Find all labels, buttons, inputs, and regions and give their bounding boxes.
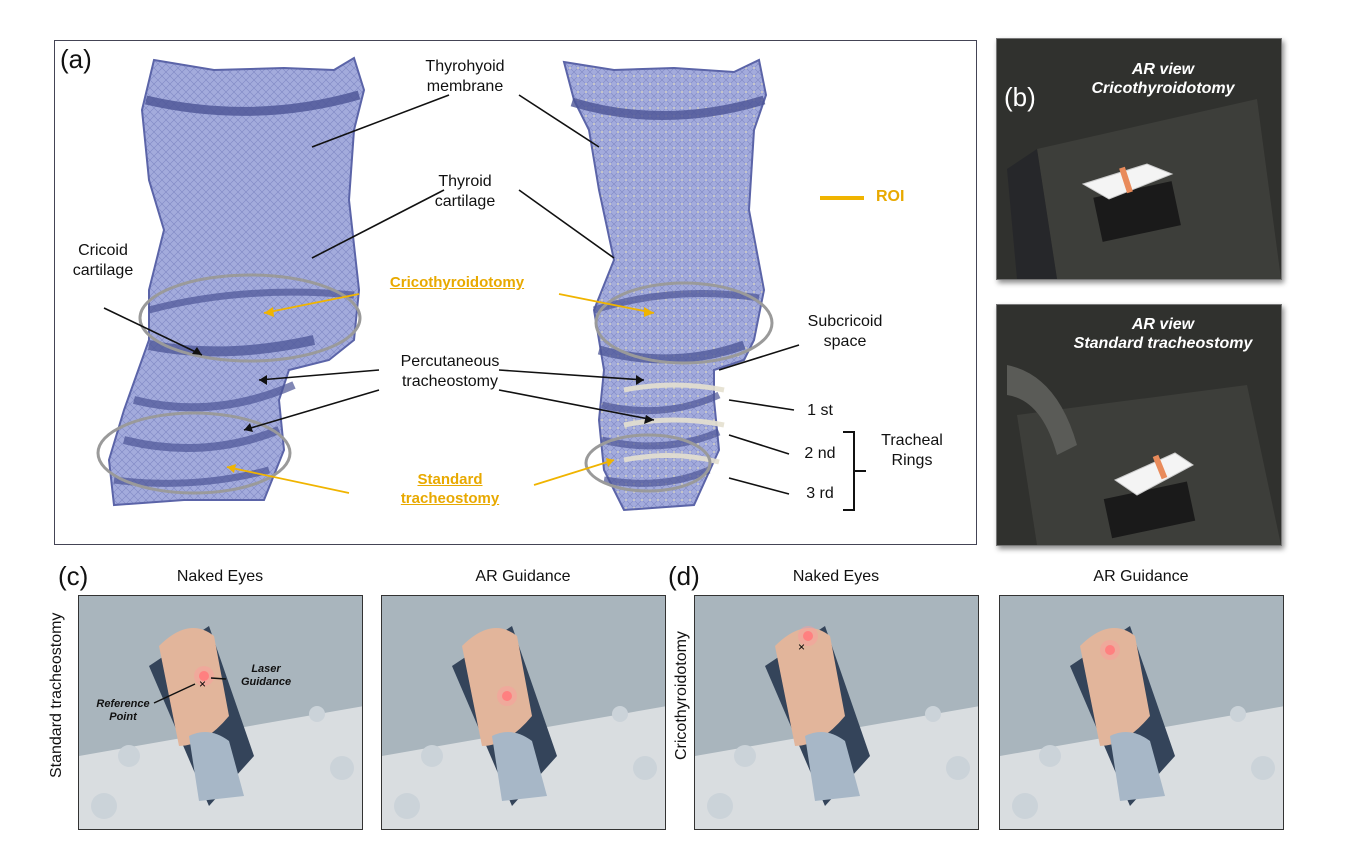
cricothyroidotomy-label: Cricothyroidotomy: [362, 273, 552, 292]
standard-tracheostomy-label: Standard tracheostomy: [370, 470, 530, 508]
svg-text:×: ×: [798, 640, 805, 654]
photo-c-ar-guidance: [381, 595, 666, 830]
ring-3rd-label: 3 rd: [795, 484, 845, 504]
panel-c-ar-guidance-title: AR Guidance: [381, 568, 665, 586]
right-trachea-model: [564, 60, 772, 510]
photo-d-naked-eyes: ×: [694, 595, 979, 830]
cricoid-label: Cricoid cartilage: [48, 241, 158, 281]
ar-view-2-title: AR view Standard tracheostomy: [1053, 315, 1273, 353]
subcricoid-label: Subcricoid space: [785, 312, 905, 352]
panel-b-label: (b): [1004, 82, 1036, 113]
panel-d-ar-guidance-title: AR Guidance: [999, 568, 1283, 586]
reference-point-label: Reference Point: [88, 698, 158, 724]
ar-view-1-title: AR view Cricothyroidotomy: [1058, 60, 1268, 98]
svg-text:×: ×: [199, 677, 206, 691]
roi-legend-label: ROI: [876, 188, 904, 206]
phantom-photo-d1: ×: [695, 596, 979, 830]
panel-a-label: (a): [60, 44, 92, 75]
panel-d-naked-eyes-title: Naked Eyes: [694, 568, 978, 586]
panel-d-side-label: Cricothyroidotomy: [673, 631, 691, 760]
percutaneous-label: Percutaneous tracheostomy: [370, 352, 530, 392]
laser-guidance-label: Laser Guidance: [236, 663, 296, 689]
phantom-photo-c2: [382, 596, 666, 830]
thyrohyoid-label: Thyrohyoid membrane: [400, 57, 530, 97]
left-trachea-model: [98, 58, 364, 505]
ring-1st-label: 1 st: [795, 401, 845, 421]
photo-d-ar-guidance: [999, 595, 1284, 830]
panel-c-side-label: Standard tracheostomy: [48, 613, 66, 778]
tracheal-rings-label: Tracheal Rings: [872, 431, 952, 471]
ring-2nd-label: 2 nd: [795, 444, 845, 464]
phantom-photo-d2: [1000, 596, 1284, 830]
panel-c-naked-eyes-title: Naked Eyes: [78, 568, 362, 586]
thyroid-label: Thyroid cartilage: [400, 172, 530, 212]
